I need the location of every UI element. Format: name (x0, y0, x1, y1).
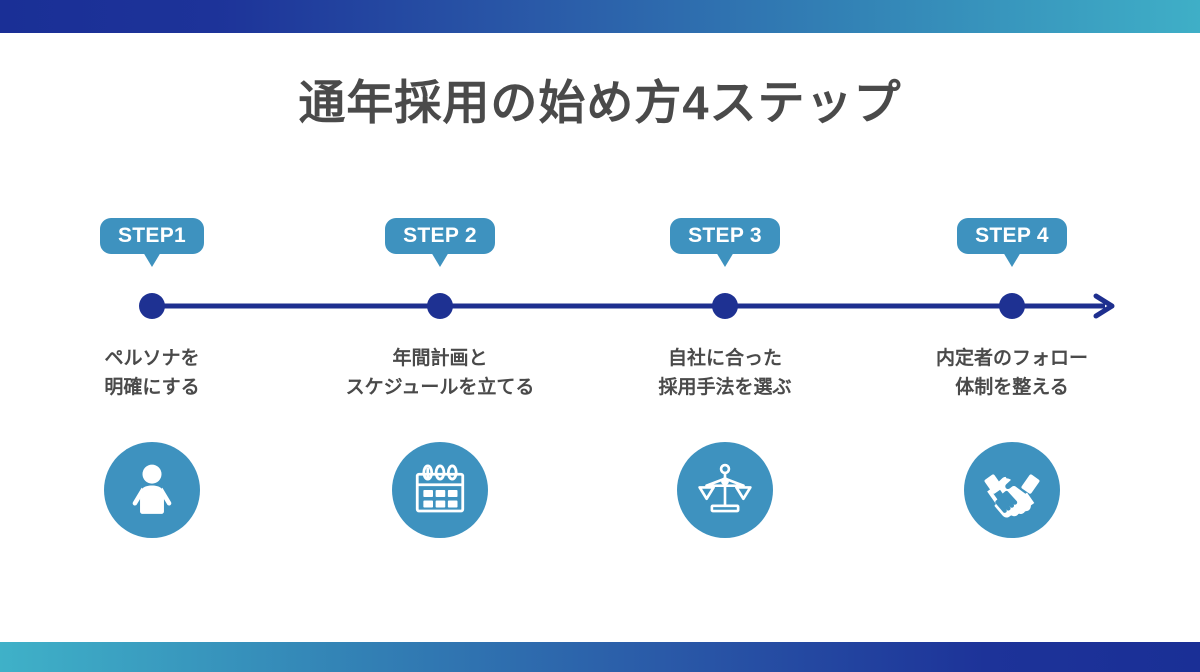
step-icon-wrap-1 (12, 442, 292, 538)
step-caption-4-line2: 体制を整える (955, 377, 1069, 399)
page-title: 通年採用の始め方4ステップ (298, 76, 902, 129)
person-icon (132, 464, 172, 514)
step-icon-circle-4 (964, 442, 1060, 538)
step-caption-2-line1: 年間計画と (392, 348, 488, 369)
step-badge-3[interactable]: STEP 3 (670, 218, 780, 254)
step-badge-1[interactable]: STEP1 (99, 218, 205, 254)
step-icon-wrap-2 (300, 442, 580, 538)
step-icon-circle-1 (104, 442, 200, 538)
step-caption-1: ペルソナを 明確にする (12, 344, 292, 403)
step-caption-3-line1: 自社に合った (667, 348, 782, 369)
step-caption-3: 自社に合った 採用手法を選ぶ (585, 344, 865, 403)
step-badge-2[interactable]: STEP 2 (385, 218, 495, 254)
step-badge-wrap-2: STEP 2 (300, 218, 580, 254)
top-gradient-bar (0, 0, 1200, 33)
step-caption-4-line1: 内定者のフォロー (935, 348, 1088, 369)
step-icon-circle-2 (392, 442, 488, 538)
step-icon-circle-3 (677, 442, 773, 538)
balance-scales-icon (698, 463, 752, 513)
step-caption-2-line2: スケジュールを立てる (345, 377, 535, 399)
bottom-gradient-bar (0, 642, 1200, 672)
step-item-4: STEP 4 内定者のフォロー 体制を整える (872, 0, 1152, 672)
step-item-3: STEP 3 自社に合った 採用手法を選ぶ (585, 0, 865, 672)
step-icon-wrap-4 (872, 442, 1152, 538)
step-badge-4[interactable]: STEP 4 (957, 218, 1067, 254)
calendar-icon (415, 464, 465, 513)
step-caption-1-line2: 明確にする (104, 377, 200, 399)
step-badge-wrap-4: STEP 4 (872, 218, 1152, 254)
step-caption-2: 年間計画と スケジュールを立てる (300, 344, 580, 403)
step-caption-4: 内定者のフォロー 体制を整える (872, 344, 1152, 403)
step-badge-wrap-3: STEP 3 (585, 218, 865, 254)
handshake-icon (984, 474, 1040, 518)
step-badge-wrap-1: STEP1 (12, 218, 292, 254)
step-caption-1-line1: ペルソナを (104, 348, 200, 369)
step-item-1: STEP1 ペルソナを 明確にする (12, 0, 292, 672)
step-item-2: STEP 2 年間計画と スケジュールを立てる (300, 0, 580, 672)
step-icon-wrap-3 (585, 442, 865, 538)
step-caption-3-line2: 採用手法を選ぶ (658, 377, 792, 399)
